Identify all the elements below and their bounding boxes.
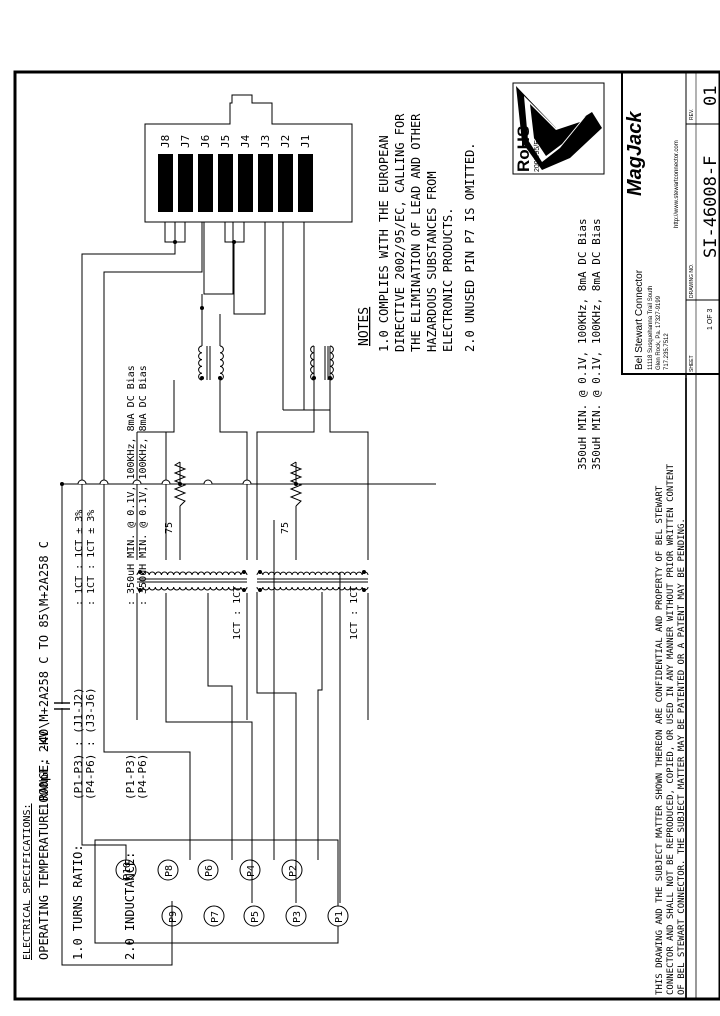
note-line: HAZARDOUS SUBSTANCES FROM (425, 171, 439, 352)
jack-j3: J3 (258, 135, 273, 212)
schematic-wires (61, 222, 436, 966)
inductance-value: : 350uH MIN. @ 0.1V, 100KHz, 8mA DC Bias (138, 365, 149, 606)
pin-p8: P8 (157, 859, 179, 881)
inductance-value: : 350uH MIN. @ 0.1V, 100KHz, 8mA DC Bias (126, 365, 137, 606)
jack-label: J3 (259, 135, 272, 148)
junction-dots (60, 240, 366, 592)
pin-p6: P6 (197, 859, 219, 881)
pin-p4: P4 (239, 859, 261, 881)
jack-j2: J2 (278, 135, 293, 212)
rohs-badge: RoHS 2002/95/EC (512, 82, 605, 175)
company-url: http://www.stewartconnector.com (674, 140, 680, 228)
rohs-label: RoHS (514, 126, 533, 172)
note-line: 1.0 COMPLIES WITH THE EUROPEAN (377, 135, 391, 352)
jack-label: J2 (279, 135, 292, 148)
jack-label: J8 (159, 135, 172, 148)
jack-label: J4 (239, 134, 252, 148)
capacitor-label: 1000pF, 2KV (37, 731, 51, 810)
turns-ratio-value: : 1CT : 1CT ± 3% (74, 510, 85, 606)
jack-j4: J4 (238, 134, 253, 212)
inductance-note: 350uH MIN. @ 0.1V, 100KHz, 8mA DC Bias (590, 218, 603, 470)
inductance-pins: (P4-P6) (136, 754, 149, 800)
note-line: 2.0 UNUSED PIN P7 IS OMITTED. (463, 142, 477, 352)
sheet-value: 1 OF 3 (707, 308, 714, 330)
jack-block: J8 J7 J6 J5 J4 J3 J2 J1 (144, 94, 353, 223)
pin-p10: P10 (115, 859, 137, 881)
pin-p7: P7 (203, 905, 225, 927)
inductance-label: 2.0 INDUCTANCE: (123, 852, 137, 960)
disclaimer-line: OF BEL STEWART CONNECTOR. THE SUBJECT MA… (677, 518, 687, 995)
pin-label: P2 (288, 865, 299, 877)
transformer-ratio-label-1: 1CT : 1CT (232, 586, 243, 640)
pin-label: P1 (334, 911, 345, 923)
electrical-specs: ELECTRICAL SPECIFICATIONS: OPERATING TEM… (22, 365, 149, 960)
pin-label: P10 (122, 862, 133, 880)
pin-label: P5 (250, 911, 261, 923)
title-block: MagJack http://www.stewartconnector.com … (621, 71, 720, 1000)
pin-p5: P5 (243, 905, 265, 927)
jack-j7: J7 (178, 135, 193, 212)
jack-label: J7 (179, 135, 192, 148)
disclaimer-line: THIS DRAWING AND THE SUBJECT MATTER SHOW… (655, 485, 665, 995)
drawing-border (13, 70, 720, 1001)
revision: 01 (701, 86, 720, 106)
resistor-1 (173, 461, 187, 507)
pin-p1: P1 (327, 905, 349, 927)
pin-label: P3 (292, 911, 303, 923)
drawing-no-label: DRAWING NO. (689, 264, 695, 298)
pin-label: P7 (210, 911, 221, 923)
pin-block: P10 P8 P6 P4 P2 P9 P7 P5 P3 P1 (94, 839, 349, 944)
pin-label: P9 (168, 911, 179, 923)
rohs-sublabel: 2002/95/EC (534, 135, 541, 172)
company-name: Bel Stewart Connector (634, 269, 645, 370)
note-line: THE ELIMINATION OF LEAD AND OTHER (409, 113, 423, 352)
notes-heading: NOTES (357, 307, 372, 346)
note-line: DIRECTIVE 2002/95/EC, CALLING FOR (393, 113, 407, 352)
jack-j5: J5 (218, 135, 233, 212)
sheet-label: SHEET (689, 355, 695, 372)
company-address-line: 717.235.7512 (664, 333, 670, 370)
turns-ratio-pins: (P4-P6) : (J3-J6) (84, 687, 97, 800)
jack-label: J5 (219, 135, 232, 148)
jack-j1: J1 (298, 135, 313, 212)
note-line: ELECTRONIC PRODUCTS. (441, 208, 455, 353)
jack-label: J6 (199, 135, 212, 148)
jack-j6: J6 (198, 135, 213, 212)
company-address-line: 11118 Susquehanna Trail South (648, 286, 654, 370)
jack-label: J1 (299, 135, 312, 148)
transformer-coils (136, 345, 369, 591)
pin-label: P6 (204, 865, 215, 877)
capacitor (54, 702, 70, 710)
transformer-ratio-label-2: 1CT : 1CT (349, 586, 360, 640)
temperature-range: OPERATING TEMPERATURE RANGE: -40\M+2A258… (37, 541, 51, 960)
drawing-number: SI-46008-F (701, 156, 720, 258)
disclaimer-line: CONNECTOR AND SHALL NOT BE REPRODUCED, C… (666, 463, 676, 995)
inductance-pins: (P1-P3) (124, 754, 137, 800)
resistor-2 (289, 461, 303, 507)
specs-heading: ELECTRICAL SPECIFICATIONS: (22, 803, 33, 960)
pin-label: P8 (164, 865, 175, 877)
pin-p3: P3 (285, 905, 307, 927)
resistor-label-1: 75 (164, 522, 175, 534)
turns-ratio-pins: (P1-P3) : (J1-J2) (72, 687, 85, 800)
jack-j8: J8 (158, 135, 173, 212)
rev-label: REV. (689, 109, 695, 120)
company-address-line: Glen Rock, Pa. 17327-9199 (656, 295, 662, 370)
inductance-note: 350uH MIN. @ 0.1V, 100KHz, 8mA DC Bias (576, 218, 589, 470)
turns-ratio-label: 1.0 TURNS RATIO: (71, 844, 85, 960)
pin-p2: P2 (281, 859, 303, 881)
company-logo: MagJack (624, 111, 646, 196)
turns-ratio-value: : 1CT : 1CT ± 3% (86, 510, 97, 606)
disclaimer: THIS DRAWING AND THE SUBJECT MATTER SHOW… (655, 378, 687, 999)
resistor-label-2: 75 (280, 522, 291, 534)
